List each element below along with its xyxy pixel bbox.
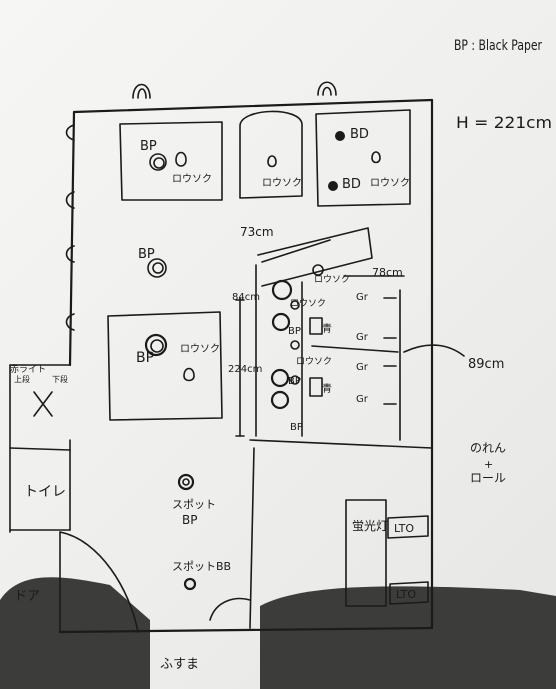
candle-label-7: ロウソク [296,356,332,367]
table-center [107,311,223,421]
bp-legend: BP : Black Paper [454,38,542,54]
candle-label-6: ロウソク [290,298,326,309]
door-label: ドア [14,589,40,604]
candle-label-4: ロウソク [180,343,220,355]
table-top-left [119,121,223,201]
dimension-73: 73cm [240,225,274,239]
dimension-89: 89cm [468,357,504,372]
spot-bp-label: BP [182,513,197,527]
dimension-84-upper: 84cm [232,292,260,303]
bp-label-shelf-2: BP [288,376,301,387]
bp-label-3: BP [136,350,154,366]
lto-label-1: LTO [394,522,414,535]
left-wall-marks [65,124,75,331]
bp-label-2: BP [138,247,155,262]
bd-label-1: BD [350,127,369,142]
dimension-224: 224cm [228,364,262,375]
fusuma-label: ふすま [160,657,199,672]
candle-label-2: ロウソク [262,177,302,189]
plus-label: + [484,458,493,471]
bp-circles [144,131,345,591]
table-top-middle [239,110,303,199]
bd-label-2: BD [342,177,361,192]
fluorescent-label: 蛍光灯 [352,519,388,533]
top-arches [132,81,337,99]
spot-bb-label: スポットBB [172,560,231,573]
noren-label: のれん [470,441,506,455]
gr-label-1: Gr [356,292,369,303]
gr-label-3: Gr [356,362,369,373]
toilet-area [9,364,251,633]
bp-label-1: BP [140,139,157,154]
spot-label: スポット [172,498,216,511]
upper-shelf-box [257,227,373,287]
bp-label-shelf-1: BP [288,326,301,337]
gr-label-4: Gr [356,394,369,405]
fluorescent-block [345,499,429,607]
upper-shelf-label: 上段 [14,374,30,384]
red-light-label: 赤ライト [10,364,46,375]
candle-label-1: ロウソク [172,173,212,185]
photo-shadow [0,577,556,689]
roll-label: ロール [470,471,506,485]
dimension-78: 78cm [372,266,403,279]
candle-marks [175,151,381,382]
dimension-arrows [235,239,465,437]
table-top-right [315,109,411,207]
bp-label-shelf-3: BP [290,422,303,433]
blue-label-2: 青 [322,382,332,395]
gr-label-2: Gr [356,332,369,343]
blue-label-1: 青 [322,322,332,335]
text-labels: BP : Black Paper H = 221cm BP ロウソク ロウソク … [10,38,552,672]
table-boxes [107,109,411,421]
toilet-label: トイレ [24,484,66,500]
candle-label-3: ロウソク [370,177,410,189]
candle-label-5: ロウソク [314,274,350,285]
shelf-structure [249,227,433,629]
outer-walls [58,98,434,634]
height-note: H = 221cm [456,113,552,132]
lto-label-2: LTO [396,588,416,601]
lower-shelf-label: 下段 [52,374,68,384]
